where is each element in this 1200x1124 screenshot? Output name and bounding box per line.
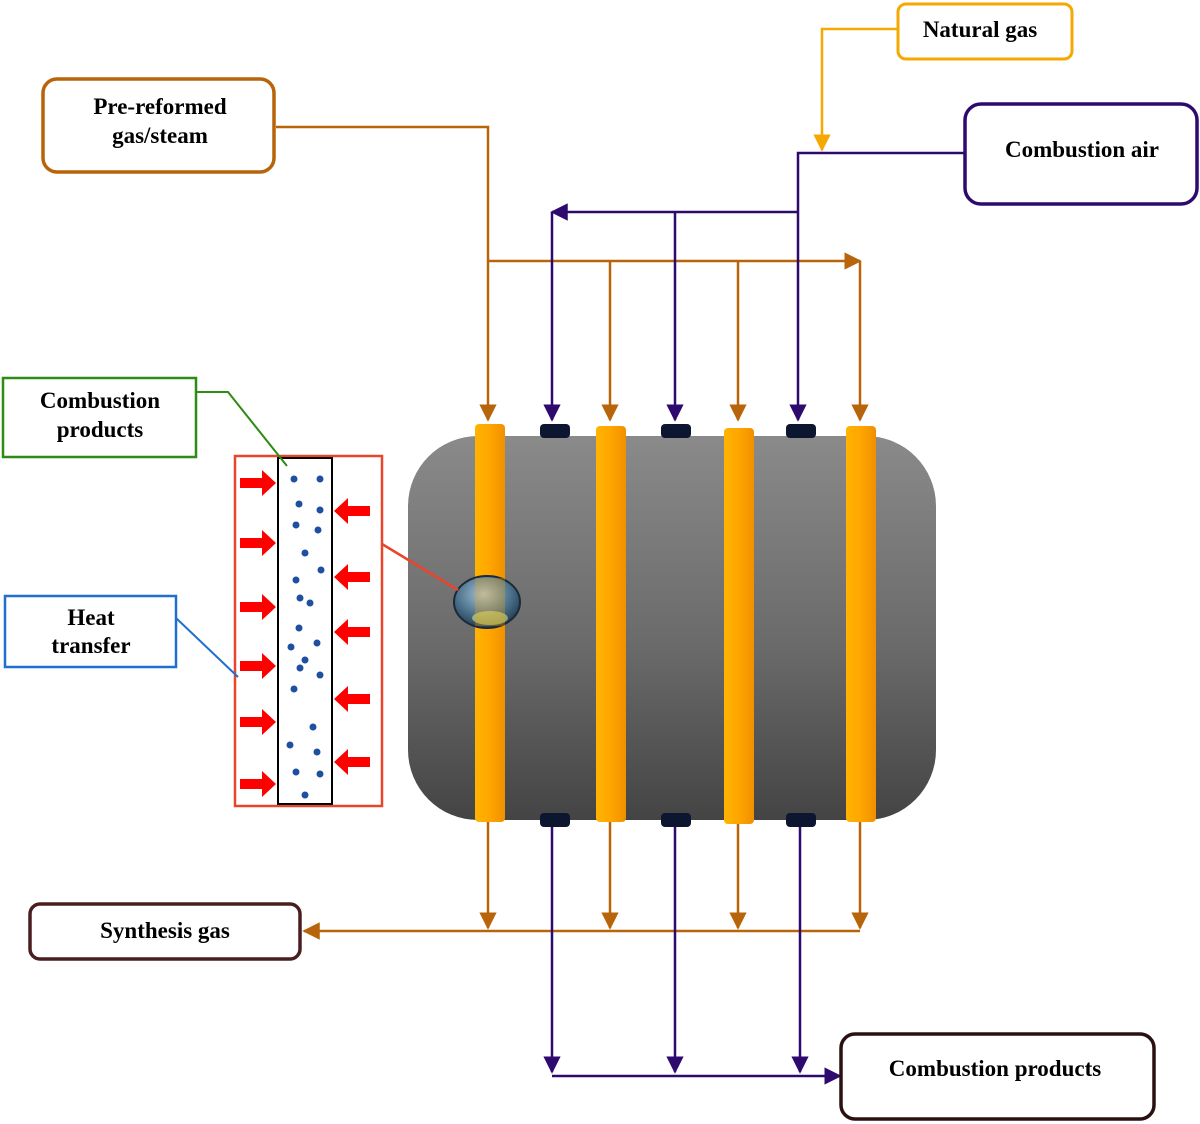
heat-transfer-box: Heat transfer	[3, 594, 178, 669]
tube-detail-inset	[233, 454, 384, 808]
heat-transfer-leader	[175, 617, 239, 678]
combustion-air-label: Combustion air	[1005, 137, 1159, 162]
catalyst-particles	[286, 475, 325, 799]
pre-reformed-label-line2: gas/steam	[112, 123, 208, 148]
combustion-products-detail-line1: Combustion	[40, 388, 160, 413]
burner-nozzles	[540, 424, 816, 827]
reformer-tubes	[475, 424, 876, 824]
process-feed-lines	[276, 125, 869, 422]
heat-transfer-line2: transfer	[51, 633, 130, 658]
reformer-tube	[596, 426, 626, 822]
reformer-body	[408, 436, 936, 820]
combustion-air-lines	[543, 151, 965, 422]
natural-gas-line	[813, 27, 897, 152]
synthesis-gas-lines	[302, 822, 869, 940]
natural-gas-box: Natural gas	[896, 2, 1074, 61]
combustion-products-detail-box: Combustion products	[1, 376, 198, 459]
heat-arrows-right	[334, 498, 370, 775]
synthesis-gas-label: Synthesis gas	[100, 918, 230, 943]
inset-connector	[381, 542, 459, 592]
pre-reformed-gas-box: Pre-reformed gas/steam	[41, 77, 276, 174]
heat-arrows-left	[240, 470, 276, 797]
reformer-tube	[846, 426, 876, 822]
synthesis-gas-box: Synthesis gas	[28, 902, 302, 961]
reformer-tube	[724, 428, 754, 824]
combustion-products-detail-line2: products	[57, 417, 144, 442]
magnifier-lens	[453, 575, 521, 629]
combustion-products-leader	[196, 391, 288, 467]
combustion-air-box: Combustion air	[963, 102, 1199, 206]
combustion-products-out-label: Combustion products	[889, 1056, 1101, 1081]
heat-transfer-line1: Heat	[67, 605, 115, 630]
pre-reformed-label-line1: Pre-reformed	[93, 94, 226, 119]
natural-gas-label: Natural gas	[923, 17, 1037, 42]
combustion-products-out-box: Combustion products	[839, 1032, 1156, 1121]
flue-gas-lines	[543, 827, 842, 1085]
